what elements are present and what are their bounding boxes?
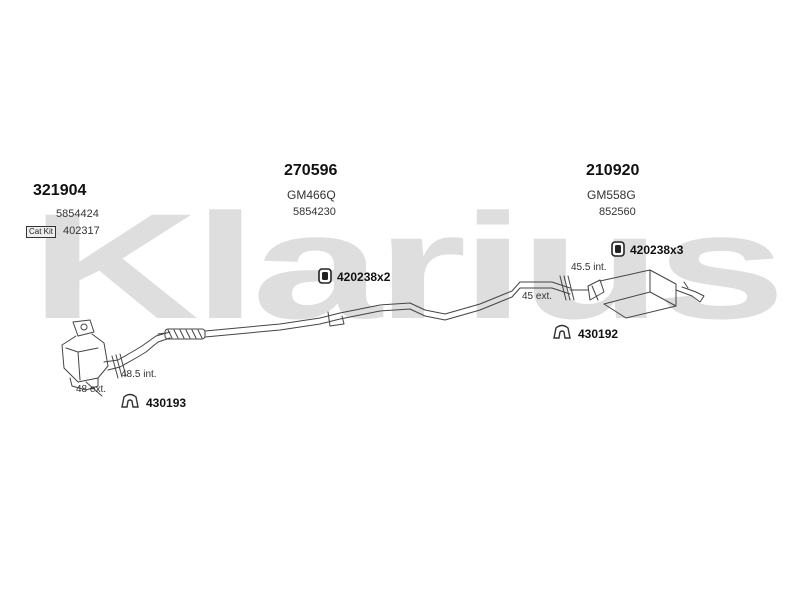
hardware-430192: 430192 [578, 327, 619, 341]
rear-joint-icon [559, 275, 575, 301]
front-int-label: 48.5 int. [121, 369, 157, 380]
rubber-hanger-icon [553, 324, 571, 339]
catkit-badge: Cat Kit [26, 226, 57, 238]
catkit-ref: 402317 [63, 225, 100, 237]
hardware-430193: 430193 [146, 396, 187, 410]
middle-ref: 5854230 [293, 206, 336, 218]
clamp-nut-icon [318, 268, 332, 284]
rear-ref: 852560 [599, 206, 636, 218]
hardware-420238x2: 420238x2 [337, 270, 391, 284]
rear-int-label: 45.5 int. [571, 262, 607, 273]
cat-part-number: 321904 [33, 182, 87, 199]
rear-silencer-icon [569, 269, 705, 319]
rubber-hanger-icon [121, 393, 139, 408]
middle-pipe-icon [157, 281, 571, 340]
front-joint-icon [85, 353, 127, 397]
middle-part-number: 270596 [284, 162, 338, 179]
rear-part-number: 210920 [586, 162, 640, 179]
cat-ref: 5854424 [56, 208, 99, 220]
catalytic-converter-icon [61, 319, 171, 391]
hardware-420238x3: 420238x3 [630, 243, 684, 257]
rear-code: GM558G [587, 188, 636, 202]
brand-watermark: Klarius [30, 182, 780, 350]
clamp-nut-icon [611, 241, 625, 257]
rear-ext-label: 45 ext. [522, 291, 553, 302]
front-ext-label: 48 ext. [76, 384, 107, 395]
middle-code: GM466Q [287, 188, 336, 202]
